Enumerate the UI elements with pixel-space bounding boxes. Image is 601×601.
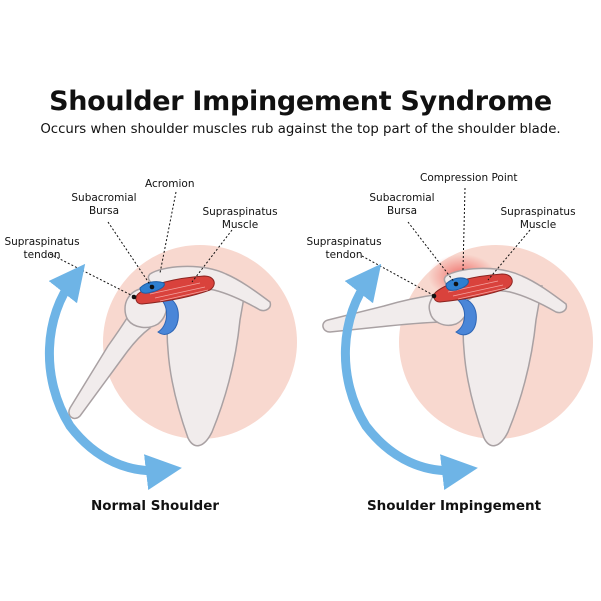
normal-shoulder-panel: Acromion Subacromial Bursa Supraspinatus… [0,170,300,530]
page-subtitle: Occurs when shoulder muscles rub against… [40,122,561,137]
supraspinatus-muscle-label: Supraspinatus Muscle [500,206,576,231]
acromion-label: Acromion [145,178,195,190]
subacromial-bursa-label: Subacromial Bursa [369,192,435,217]
compression-point-label: Compression Point [420,172,518,184]
supraspinatus-tendon-label: Supraspinatus tendon [4,236,80,261]
subacromial-bursa-label: Subacromial Bursa [71,192,137,217]
page-title: Shoulder Impingement Syndrome [49,86,552,117]
supraspinatus-tendon-label: Supraspinatus tendon [306,236,382,261]
normal-shoulder-illustration [44,191,297,490]
impingement-shoulder-caption: Shoulder Impingement [366,498,542,514]
impingement-shoulder-panel: Compression Point Subacromial Bursa Supr… [300,170,600,530]
range-of-motion-arrow [44,263,182,490]
range-of-motion-arrow [340,263,478,490]
normal-shoulder-caption: Normal Shoulder [90,498,220,514]
supraspinatus-muscle-label: Supraspinatus Muscle [202,206,278,231]
impingement-shoulder-illustration [322,187,593,490]
